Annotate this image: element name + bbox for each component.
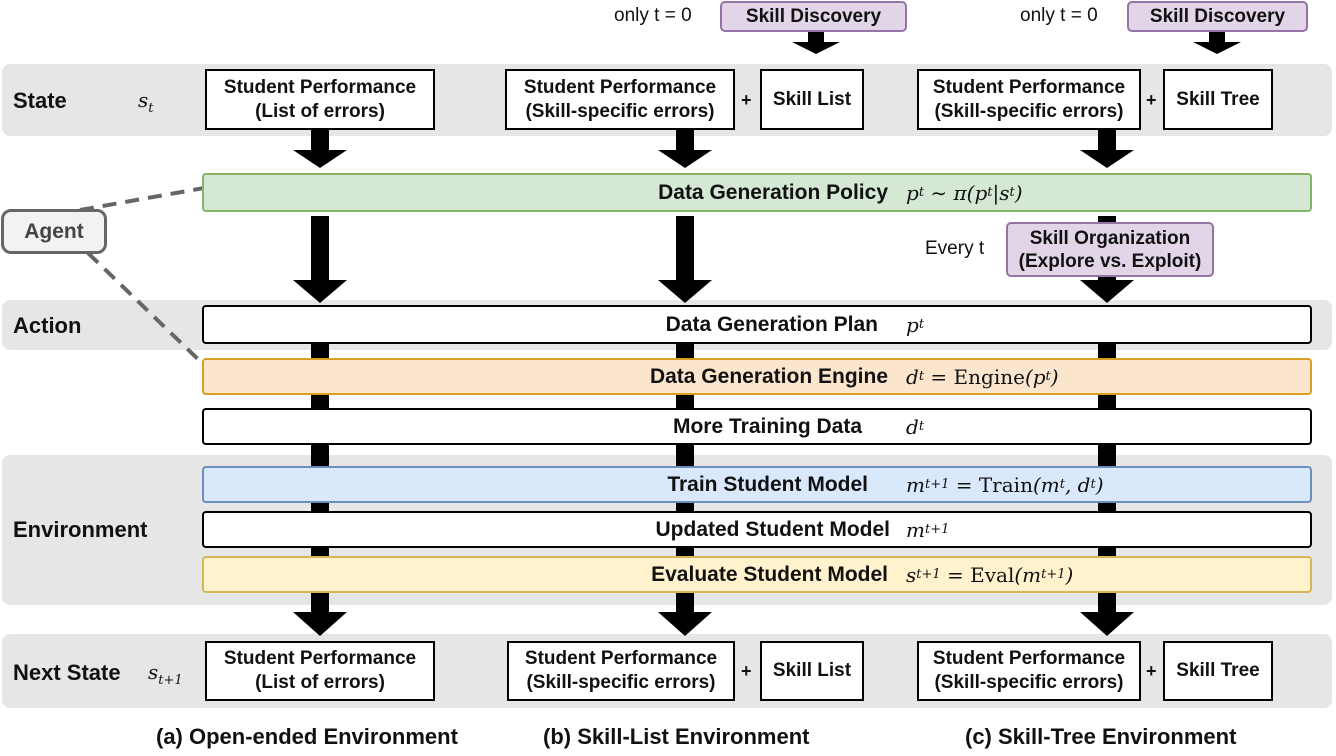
action-label: Action [13,313,82,338]
train-label: Train Student Model [667,472,868,496]
caption-b: (b) Skill-List Environment [543,724,810,749]
caption-a: (a) Open-ended Environment [156,724,458,749]
arrow-env-next-c [1080,592,1134,636]
evaluate-label: Evaluate Student Model [651,562,888,586]
state-box-c: Student Performance (Skill-specific erro… [917,69,1141,130]
data-label: More Training Data [672,414,862,438]
only-t0-note-b: only t = 0 [614,5,692,26]
state-box-b: Student Performance (Skill-specific erro… [505,69,735,130]
arrow-env-next-a [293,592,347,636]
policy-label: Data Generation Policy [658,180,888,204]
engine-label: Data Generation Engine [649,364,888,388]
state-plus-c: + [1146,90,1157,110]
every-t-text: Every t [925,238,985,259]
arrow-policy-action-a [293,216,347,303]
arrow-env-next-b [658,592,712,636]
state-extra-box-c: Skill Tree [1163,69,1273,130]
skill-discovery-box-b: Skill Discovery [720,1,907,32]
agent-link-engine [86,251,206,367]
agent-link-policy [79,186,205,212]
environment-label: Environment [13,517,148,542]
next-state-box-b: Student Performance (Skill-specific erro… [507,641,735,701]
state-box-a: Student Performance (List of errors) [205,69,435,130]
skill-organization-box: Skill Organization (Explore vs. Exploit) [1006,222,1214,277]
arrow-discovery-b [792,30,840,54]
state-label: State [13,88,67,113]
arrow-state-policy-c [1080,130,1134,168]
arrow-state-policy-b [658,130,712,168]
every-t-note: Every t [925,238,984,260]
next-state-plus-b: + [741,661,752,681]
next-state-extra-box-c: Skill Tree [1163,641,1273,701]
agent-box: Agent [1,209,107,254]
arrow-policy-action-b [658,216,712,303]
arrow-discovery-c [1193,30,1241,54]
arrow-state-policy-a [293,130,347,168]
next-state-symbol: st+1 [148,660,183,688]
next-state-box-c: Student Performance (Skill-specific erro… [917,641,1141,701]
next-state-plus-c: + [1146,661,1157,681]
state-symbol: st [138,88,154,116]
next-state-extra-box-b: Skill List [760,641,864,701]
updated-label: Updated Student Model [655,517,891,541]
next-state-box-a: Student Performance (List of errors) [205,641,435,701]
skill-discovery-box-c: Skill Discovery [1127,1,1308,32]
only-t0-note-c: only t = 0 [1020,5,1098,26]
caption-c: (c) Skill-Tree Environment [965,724,1237,749]
state-plus-b: + [741,90,752,110]
state-extra-box-b: Skill List [760,69,864,130]
plan-label: Data Generation Plan [665,312,878,336]
next-state-label: Next State [13,660,121,685]
